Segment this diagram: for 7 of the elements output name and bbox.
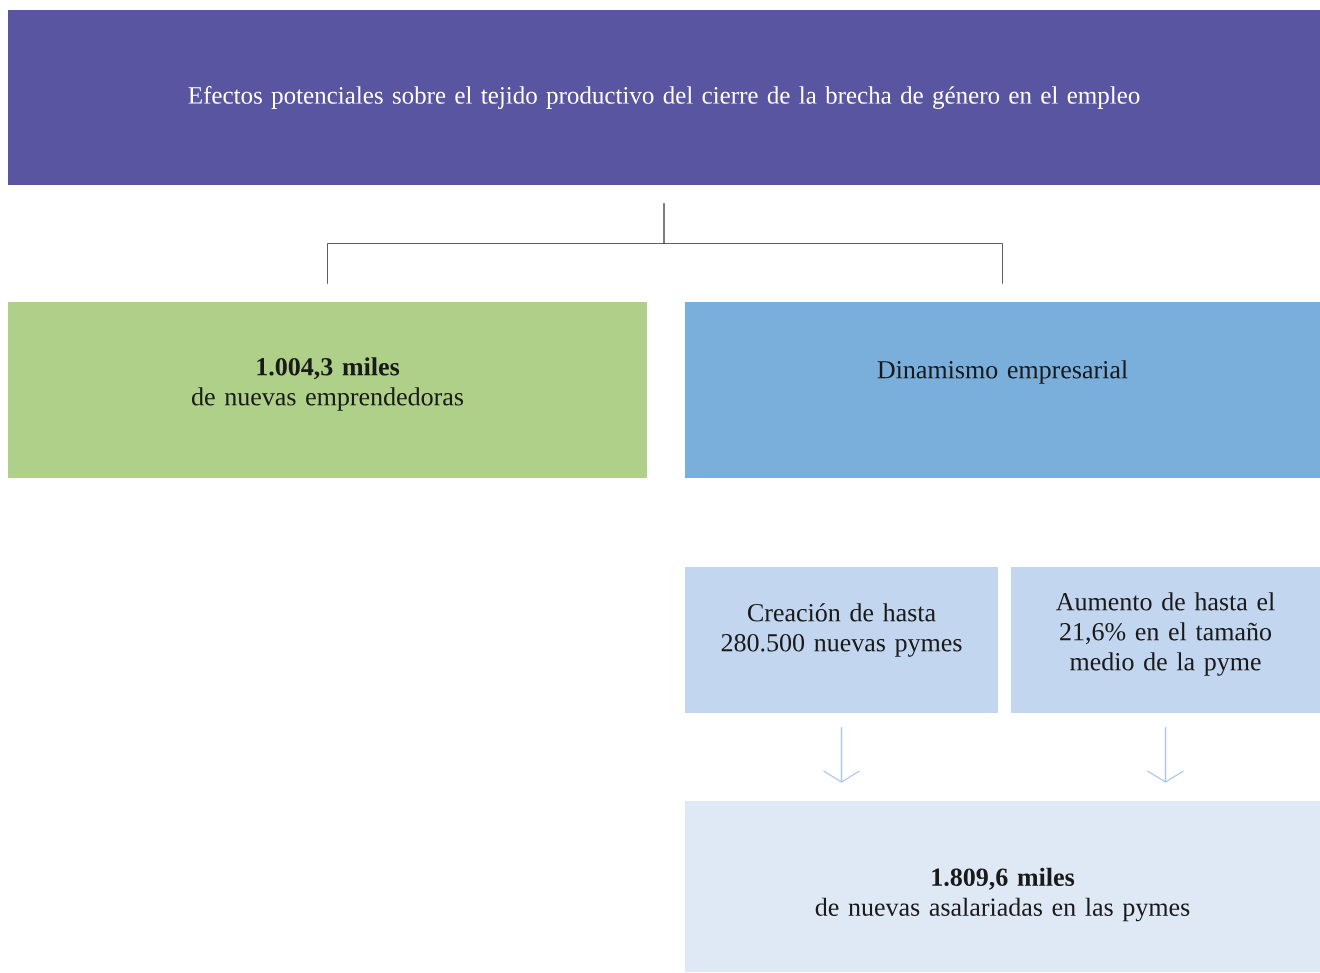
effect-box: Aumento de hasta el 21,6% en el tamaño medio de la pyme [1011, 567, 1320, 713]
connector-line [663, 202, 1003, 285]
effect-box: Creación de hasta 280.500 nuevas pymes [685, 567, 998, 713]
title-banner: Efectos potenciales sobre el tejido productivo del cierre de la brecha de género en el empleo [8, 10, 1320, 185]
result-box: 1.004,3 miles de nuevas emprendedoras [8, 302, 647, 478]
result-box: 1.809,6 miles de nuevas asalariadas en las pymes [685, 801, 1320, 972]
category-box: Dinamismo empresarial [685, 302, 1320, 478]
